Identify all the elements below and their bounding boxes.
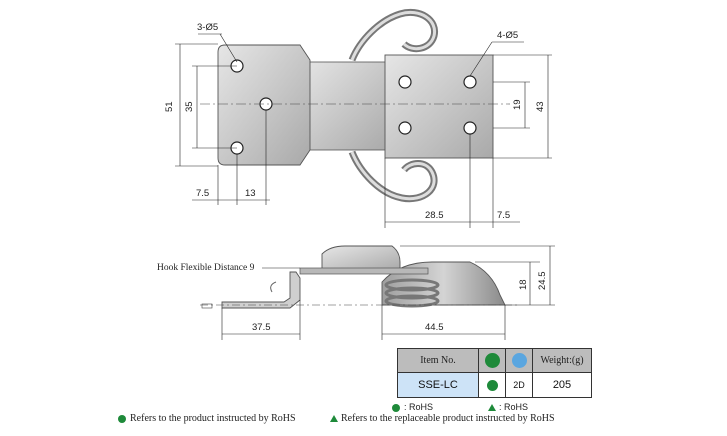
hole (463, 75, 477, 89)
hole (463, 121, 477, 135)
hole-callout-right: 4-Ø5 (497, 30, 518, 41)
spring-loop-bottom (348, 150, 438, 203)
center-body (299, 61, 391, 151)
cam (321, 245, 401, 271)
col-item-header: Item No. (397, 348, 479, 373)
triangle-icon (330, 415, 338, 423)
rohs-dot-icon (392, 403, 400, 412)
right-plate (384, 54, 494, 159)
table-header-row: Item No. Weight:(g) (397, 348, 592, 373)
hole (398, 75, 412, 89)
rohs-dot-icon (118, 414, 126, 423)
spring-coils (384, 278, 440, 308)
dim-7-5-right: 7.5 (497, 210, 510, 221)
dim-7-5-left: 7.5 (196, 188, 209, 199)
dim-28-5: 28.5 (425, 210, 444, 221)
note-rohs: Refers to the product instructed by RoHS (118, 413, 296, 424)
dim-13: 13 (245, 188, 256, 199)
side-view: Hook Flexible Distance 9 37.5 44.5 18 24… (157, 245, 555, 340)
col-weight-header: Weight:(g) (532, 348, 592, 373)
dim-24-5: 24.5 (537, 272, 548, 291)
rohs-header (478, 348, 506, 373)
item-no-cell: SSE-LC (397, 372, 479, 398)
hook-flexible-label: Hook Flexible Distance 9 (157, 263, 255, 273)
top-view: 3-Ø5 4-Ø5 51 35 7.5 13 28.5 7.5 19 43 (164, 9, 552, 228)
cad-header (505, 348, 533, 373)
legend-rohs: : RoHS (392, 402, 433, 412)
weight-cell: 205 (532, 372, 592, 398)
dim-19: 19 (512, 99, 523, 110)
dim-35: 35 (184, 101, 195, 112)
dim-37-5: 37.5 (252, 322, 271, 333)
hole (398, 121, 412, 135)
spec-table: Item No. Weight:(g) SSE-LC 2D 205 (397, 348, 592, 398)
cad-file-icon (511, 353, 527, 368)
dim-51: 51 (164, 101, 175, 112)
hole-callout-left: 3-Ø5 (197, 22, 218, 33)
table-row: SSE-LC 2D 205 (397, 372, 592, 398)
triangle-icon (488, 404, 496, 412)
cad-cell: 2D (505, 372, 533, 398)
dim-44-5: 44.5 (425, 322, 444, 333)
lever (299, 267, 429, 275)
legend-replaceable: : RoHS (488, 402, 528, 412)
spring-loop-top (348, 9, 438, 62)
dim-43: 43 (535, 101, 546, 112)
dim-18: 18 (518, 279, 529, 290)
rohs-leaf-icon (484, 353, 500, 368)
rohs-dot-icon (486, 379, 498, 391)
hook (221, 271, 301, 309)
note-replaceable: Refers to the replaceable product instru… (330, 413, 555, 424)
rohs-cell (478, 372, 506, 398)
